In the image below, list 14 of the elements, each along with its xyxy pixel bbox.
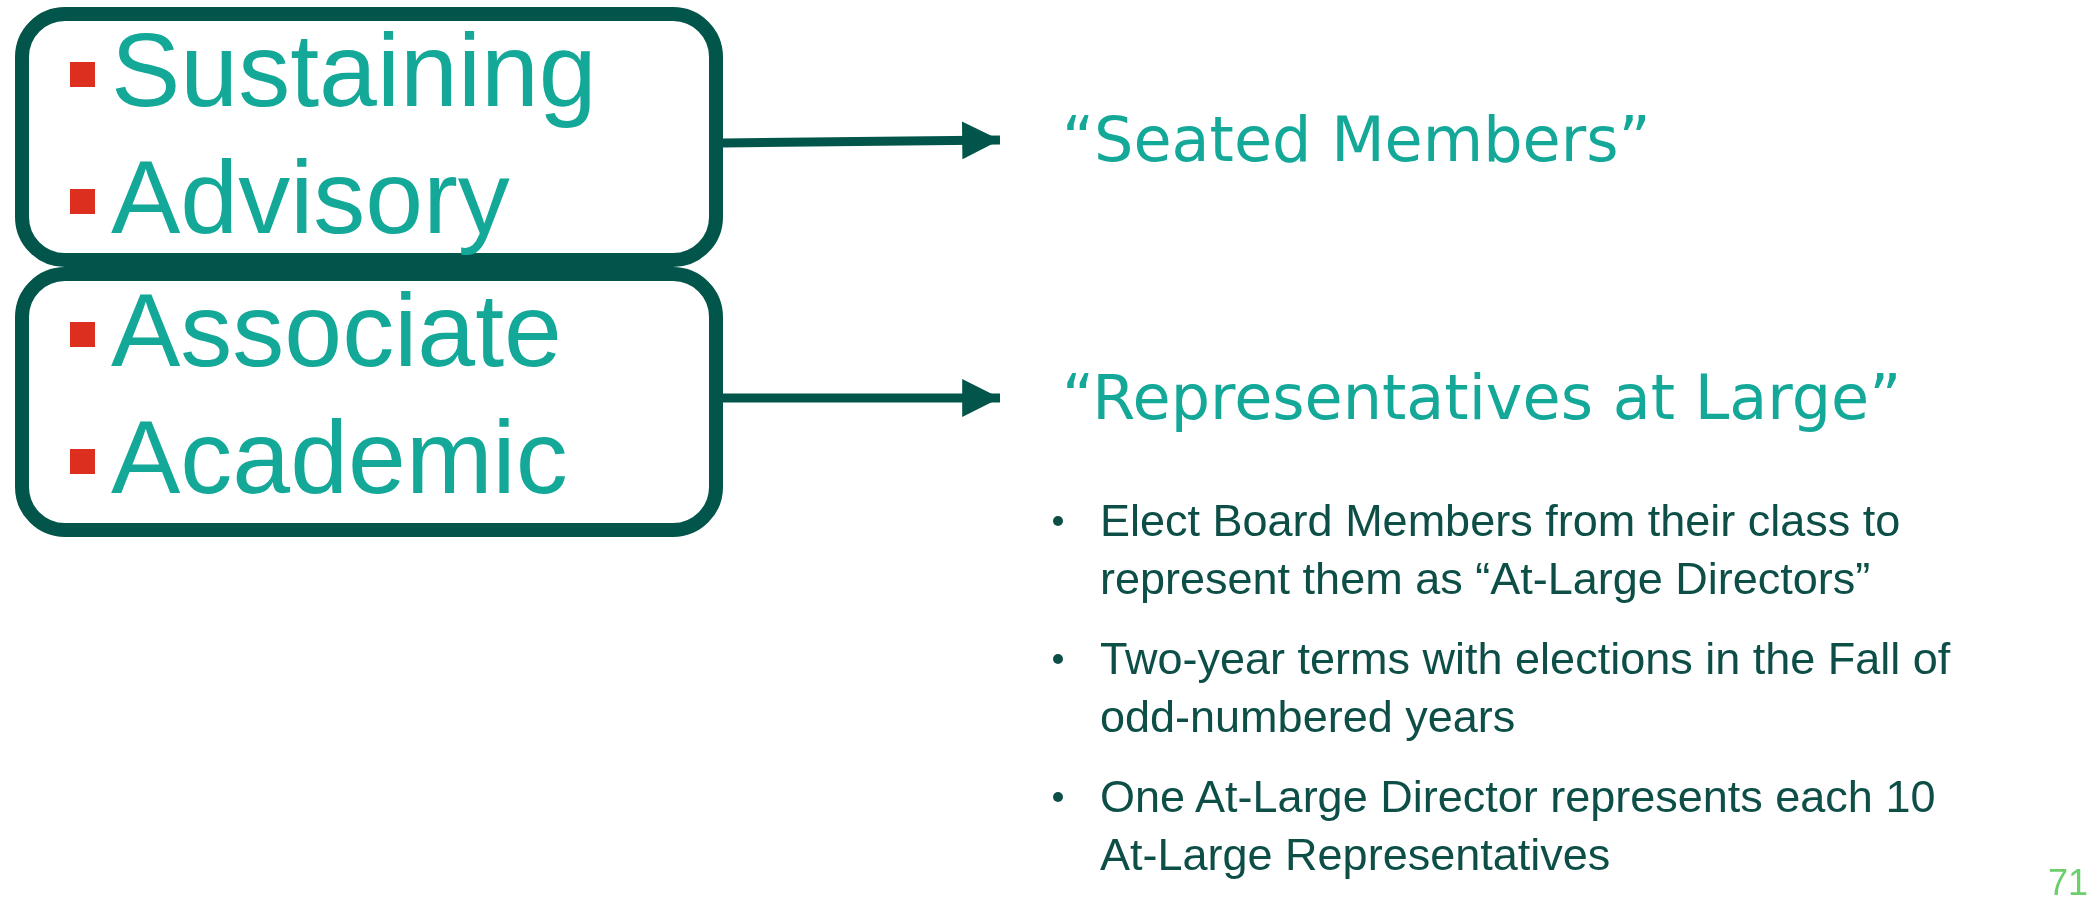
category-box bbox=[15, 267, 723, 537]
category-box bbox=[15, 7, 723, 267]
bullet-point-text: Elect Board Members from their class to represent them as “At-Large Directors” bbox=[1100, 495, 1901, 604]
member-class-text: Associate bbox=[111, 272, 562, 388]
bullet-point-text: Two-year terms with elections in the Fall of odd-numbered years bbox=[1100, 633, 1951, 742]
page-number: 71 bbox=[2047, 862, 2088, 904]
group-heading: “Seated Members” bbox=[1000, 100, 1651, 180]
member-class-text: Sustaining bbox=[111, 12, 597, 128]
member-class-text: Advisory bbox=[111, 139, 510, 255]
group-heading: “Representatives at Large” bbox=[1000, 358, 1902, 438]
arrow bbox=[722, 121, 1001, 160]
member-class-text: Academic bbox=[111, 399, 568, 515]
bullet-point-text: One At-Large Director represents each 10 At-Large Representatives bbox=[1100, 771, 1936, 880]
arrow bbox=[723, 379, 1000, 417]
